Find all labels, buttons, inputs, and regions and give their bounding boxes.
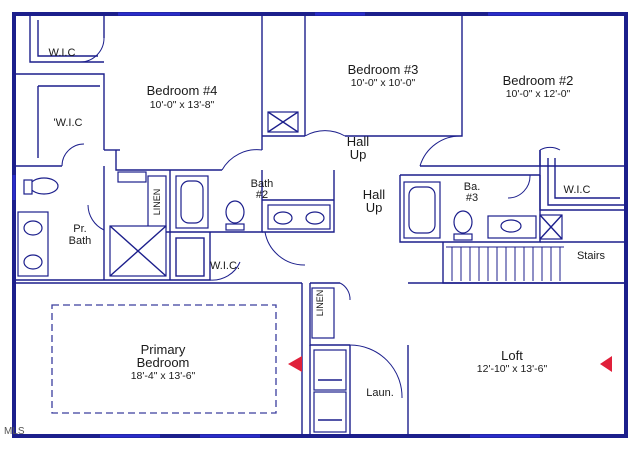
loft-dims: 12'-10" x 13'-6" [477, 363, 548, 375]
closet-shelves [37, 20, 620, 277]
bedroom3-dims: 10'-0" x 10'-0" [351, 77, 416, 89]
loft-name: Loft [501, 348, 523, 363]
bath2-label-line1: Bath [251, 178, 274, 190]
fixtures [17, 111, 563, 433]
windows [12, 12, 560, 438]
pr-bath-label-line1: Pr. [73, 223, 86, 235]
stairs [446, 246, 564, 281]
primary-name-line1: Primary [141, 342, 186, 357]
wic-primary-label: W.I.C. [210, 260, 240, 272]
wic-left-label: 'W.I.C [54, 117, 83, 129]
bath2-label-line2: #2 [256, 189, 268, 201]
bedroom4-dims: 10'-0" x 13'-8" [150, 99, 215, 111]
bedroom2-dims: 10'-0" x 12'-0" [506, 88, 571, 100]
stairs-label: Stairs [577, 250, 606, 262]
hall-upper-line2: Up [350, 147, 367, 162]
hall-upper-line1: Hall [347, 134, 370, 149]
laundry-label: Laun. [366, 387, 394, 399]
bedroom3-name: Bedroom #3 [348, 62, 419, 77]
wic-top-left-label: W.I.C [49, 47, 76, 59]
interior-walls [14, 14, 626, 436]
bedroom4-name: Bedroom #4 [147, 83, 218, 98]
primary-name-line2: Bedroom [137, 355, 190, 370]
hall-center-line2: Up [366, 200, 383, 215]
wic-right-label: W.I.C [564, 184, 591, 196]
doors [61, 37, 561, 399]
bedroom2-name: Bedroom #2 [503, 73, 574, 88]
bath3-label-line1: Ba. [464, 181, 481, 193]
pr-bath-label-line2: Bath [69, 235, 92, 247]
tray-ceiling-outline [51, 304, 277, 414]
linen-hall-label: LINEN [315, 290, 325, 317]
hall-center-line1: Hall [363, 187, 386, 202]
section-arrow-right [600, 356, 612, 372]
section-arrow-left [288, 356, 302, 372]
primary-dims: 18'-4" x 13'-6" [131, 370, 196, 382]
linen-bath2-label: LINEN [152, 189, 162, 216]
bath3-label-line2: #3 [466, 192, 478, 204]
mls-watermark: MLS [4, 426, 25, 437]
